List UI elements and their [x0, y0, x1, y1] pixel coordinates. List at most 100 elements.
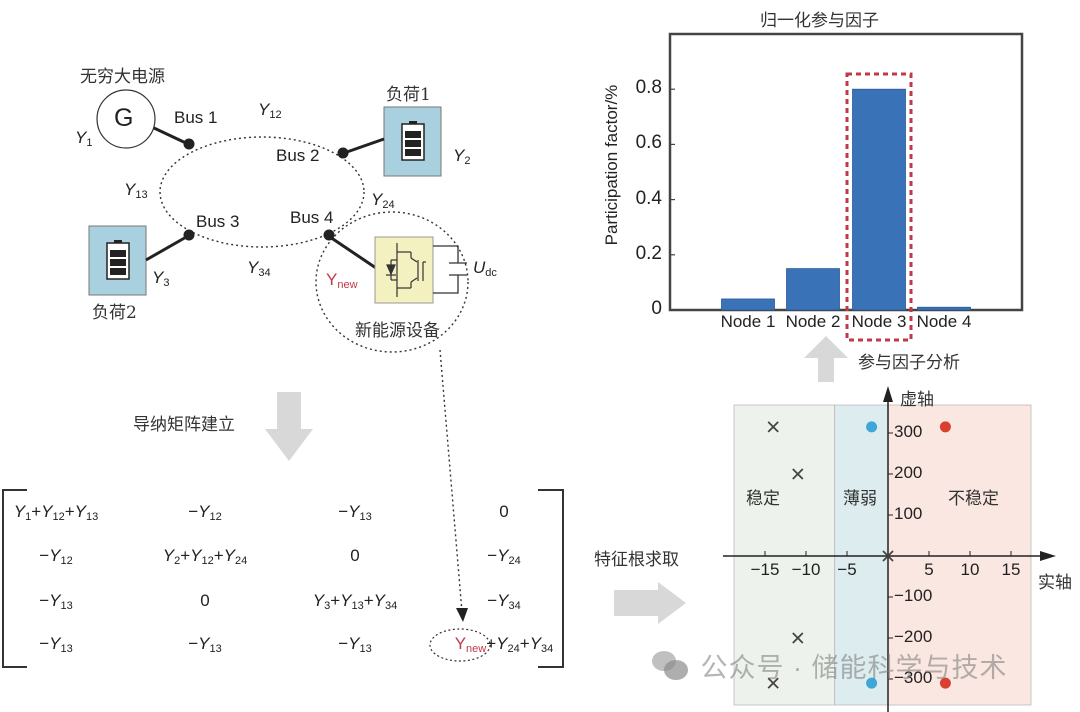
bus2-label: Bus 2: [276, 146, 320, 165]
region-不稳定: [887, 404, 1032, 706]
pole-x-marker: [792, 632, 804, 644]
down-arrow-icon: [265, 392, 313, 461]
x-tick-label: −15: [750, 560, 780, 579]
y1-label: Y1: [75, 128, 92, 149]
y34-sub: 34: [258, 267, 271, 279]
x-tick-label: Node 3: [851, 312, 907, 331]
y-axis-label: 虚轴: [900, 390, 934, 410]
bus1-node: [183, 138, 195, 150]
y-axis-arrow-icon: [883, 386, 893, 402]
y1-sub: 1: [86, 137, 93, 149]
matrix-cell: −Y12: [188, 502, 222, 523]
udc-sub: dc: [485, 267, 497, 279]
bar-chart: [668, 32, 1024, 342]
y13-base: Y: [124, 180, 136, 199]
matrix-cell: −Y12: [39, 546, 73, 567]
up-arrow-icon: [804, 336, 848, 382]
load2-label: 负荷2: [92, 303, 137, 323]
x-tick-label: 5: [924, 560, 934, 579]
igbt-icon: [386, 243, 426, 297]
udc-label: Udc: [473, 258, 497, 279]
link-arrow: [439, 349, 463, 613]
ynew-highlight: [429, 628, 491, 662]
y3-sub: 3: [163, 277, 170, 289]
capacitor-icon: [433, 245, 467, 294]
y-tick-label: 200: [894, 463, 923, 482]
x-axis-label: 实轴: [1038, 573, 1072, 593]
pole-x-marker: [767, 677, 779, 689]
right-arrow-icon: [614, 582, 686, 624]
udc-base: U: [473, 258, 486, 277]
ynew-sub: new: [337, 279, 358, 291]
y-tick-label: 300: [894, 422, 923, 441]
y-tick-label: −200: [894, 627, 933, 646]
y13-sub: 13: [135, 189, 148, 201]
y34-label: Y34: [247, 258, 271, 279]
x-tick-label: −5: [837, 560, 857, 579]
watermark-text: 公众号 · 储能科学与技术: [700, 653, 1008, 683]
x-tick-label: 10: [960, 560, 980, 579]
pole-circle-marker: [866, 421, 878, 433]
region-label-weak: 薄弱: [843, 489, 877, 509]
bar-node-1: [721, 298, 775, 311]
matrix-cell: Ynew+Y24+Y34: [454, 634, 554, 655]
step-admittance-matrix: 导纳矩阵建立: [133, 415, 235, 435]
y-tick-label: 0.4: [635, 187, 662, 209]
load1-label: 负荷1: [386, 85, 431, 105]
matrix-cell: 0: [499, 502, 509, 521]
y12-base: Y: [258, 100, 270, 119]
battery-icon: [401, 121, 425, 161]
network-loop: [159, 136, 365, 248]
x-tick-label: Node 4: [916, 312, 972, 331]
matrix-cell: −Y13: [338, 634, 372, 655]
y3-base: Y: [152, 268, 164, 287]
converter-box: [374, 236, 434, 304]
gen-line: [153, 126, 189, 146]
bus2-node: [337, 147, 349, 159]
y12-label: Y12: [258, 100, 282, 121]
converter-line: [329, 235, 377, 270]
matrix-cell: Y3+Y13+Y34: [312, 591, 398, 612]
y24-label: Y24: [371, 190, 395, 211]
bar-chart-title: 归一化参与因子: [760, 11, 879, 31]
bus3-label: Bus 3: [196, 212, 240, 231]
matrix-right-bracket: [538, 489, 564, 668]
matrix-cell: −Y24: [487, 546, 521, 567]
step-eigenvalue: 特征根求取: [594, 550, 679, 570]
region-label-stable: 稳定: [746, 489, 780, 509]
matrix-cell: 0: [200, 591, 210, 610]
y2-label: Y2: [453, 146, 470, 167]
y24-base: Y: [371, 190, 383, 209]
y34-base: Y: [247, 258, 259, 277]
bus1-label: Bus 1: [174, 108, 218, 127]
generator-symbol: G: [114, 104, 134, 132]
matrix-cell: −Y13: [39, 634, 73, 655]
matrix-cell: −Y34: [487, 591, 521, 612]
arrowhead-icon: [456, 608, 468, 622]
bar-node-3: [852, 88, 906, 311]
y-tick-label: 0.6: [635, 132, 662, 154]
pole-x-marker: [767, 421, 779, 433]
new-energy-label: 新能源设备: [355, 321, 440, 341]
pole-circle-marker: [866, 677, 878, 689]
x-axis-arrow-icon: [1040, 551, 1056, 561]
y24-sub: 24: [382, 199, 395, 211]
y-tick-label: 0: [651, 298, 662, 319]
matrix-left-bracket: [2, 489, 27, 668]
pole-circle-marker: [939, 677, 951, 689]
y2-base: Y: [453, 146, 465, 165]
pole-plot: [723, 386, 1056, 712]
y-tick-label: 0.2: [635, 242, 662, 264]
y2-sub: 2: [464, 155, 471, 167]
new-energy-region: [315, 211, 469, 353]
matrix-cell: 0: [350, 546, 360, 565]
y-tick-label: −300: [894, 668, 933, 687]
region-稳定: [733, 404, 836, 706]
region-label-unstable: 不稳定: [948, 489, 999, 509]
region-薄弱: [834, 404, 889, 706]
generator-label: 无穷大电源: [80, 67, 165, 87]
y-tick-label: 0.8: [635, 77, 662, 99]
y3-label: Y3: [152, 268, 169, 289]
ynew-label: Ynew: [326, 270, 358, 291]
